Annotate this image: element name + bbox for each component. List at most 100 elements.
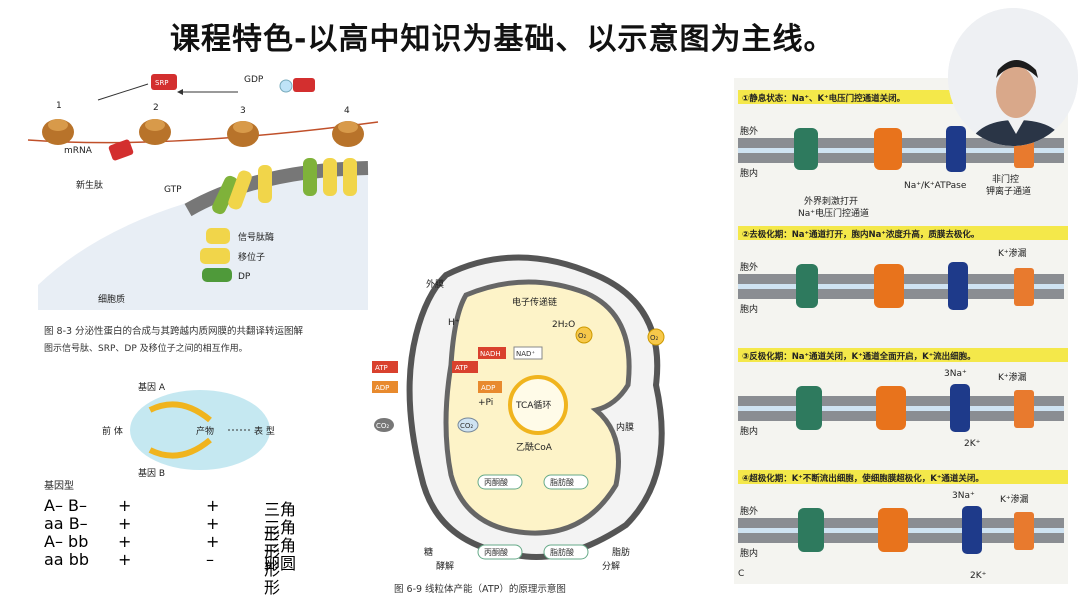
stimulus-text-1: 外界刺激打开	[804, 195, 858, 207]
atp-in-box	[452, 361, 478, 373]
corner-letter: C	[738, 569, 744, 579]
inside-2: 胞内	[740, 303, 758, 315]
k-leak-4: K⁺渗漏	[1000, 493, 1029, 505]
signal-peptidase-swatch	[206, 228, 230, 244]
leak-channel-2	[1014, 268, 1034, 306]
srp-box-mid	[108, 139, 134, 161]
o2-in-label: O₂	[578, 332, 587, 340]
pump-2	[948, 262, 968, 310]
outside-4: 胞外	[740, 505, 758, 517]
glycolysis-label: 酵解	[436, 560, 454, 572]
phase4-banner	[738, 470, 1068, 484]
outside-1: 胞外	[740, 125, 758, 137]
na3-label-3: 3Na⁺	[944, 369, 967, 379]
inner-membrane-label: 内膜	[616, 421, 634, 433]
outer-membrane-label: 外膜	[426, 278, 444, 290]
acetyl-coa-label: 乙酰CoA	[516, 441, 553, 453]
pyruvate-out-label: 丙酮酸	[484, 547, 508, 557]
pyruvate-in-box	[477, 474, 523, 490]
k-channel-4	[878, 508, 908, 552]
adp-in-box	[478, 381, 502, 393]
gtp-label: GTP	[164, 185, 182, 195]
phase2-text: ②去极化期：Na⁺通道打开，胞内Na⁺浓度升高，质膜去极化。	[742, 229, 979, 240]
mito-caption: 图 6-9 线粒体产能（ATP）的原理示意图	[394, 584, 566, 595]
na-channel-4	[798, 508, 824, 552]
stimulus-text-2: Na⁺电压门控通道	[798, 207, 869, 219]
adp-in-label: ADP	[481, 384, 495, 392]
product-label: 产物	[196, 425, 214, 437]
arrow-gene-b	[148, 437, 212, 459]
gene-b-label: 基因 B	[138, 467, 165, 479]
pump-1	[946, 126, 966, 172]
adp-out-label: ADP	[375, 384, 389, 392]
phenotype-label: 表 型	[254, 425, 275, 437]
tca-label: TCA循环	[515, 399, 551, 411]
pyruvate-out-box	[477, 544, 523, 560]
table-row: aa B–+ +三角形	[44, 514, 297, 561]
table-row: aa bb+ –卵圆形	[44, 550, 297, 597]
arrow-gene-a	[148, 401, 212, 423]
gene-interaction-figure: 基因 A 基因 B 前 体 产物 表 型	[102, 381, 275, 479]
srp-bind-arrow	[97, 83, 149, 101]
na-channel-1	[794, 128, 818, 170]
translocon-label: 移位子	[238, 251, 265, 263]
precursor-label: 前 体	[102, 425, 123, 437]
sugar-label: 糖	[424, 546, 433, 558]
inside-4: 胞内	[740, 547, 758, 559]
cytoplasm-label: 细胞质	[98, 293, 125, 305]
nadh-label: NADH	[480, 350, 501, 358]
outside-2: 胞外	[740, 261, 758, 273]
page-title: 课程特色-以高中知识为基础、以示意图为主线。	[170, 22, 835, 57]
step-3: 3	[240, 106, 246, 116]
k-leak-3: K⁺渗漏	[998, 371, 1027, 383]
leak-label-1: 非门控	[992, 173, 1019, 185]
phase2-banner	[738, 226, 1068, 240]
k-channel-1	[874, 128, 902, 170]
na-channel-2	[796, 264, 818, 308]
srp-box-gdp	[293, 78, 315, 92]
presenter-avatar	[948, 8, 1078, 146]
gene-cloud	[130, 390, 270, 470]
o2-out-label: O₂	[650, 334, 659, 342]
co2-in-label: CO₂	[460, 422, 473, 430]
table-row: A– B–+ +三角形	[44, 496, 297, 543]
phase1-text: ①静息状态：Na⁺、K⁺电压门控通道关闭。	[742, 93, 905, 104]
nad-box	[513, 346, 543, 360]
gdp-circle	[279, 79, 293, 93]
adp-out-box	[372, 381, 398, 393]
translocon-chain	[212, 158, 357, 215]
k2-label-3: 2K⁺	[964, 439, 981, 449]
table-row: A– bb+ +三角形	[44, 532, 297, 579]
k-leak-2: K⁺渗漏	[998, 247, 1027, 259]
nadh-box	[478, 347, 506, 359]
srp-box-top	[151, 74, 177, 90]
presenter-webcam	[948, 8, 1078, 146]
decomposition-label: 分解	[602, 560, 620, 572]
mrna-strand	[27, 121, 379, 144]
translocon-swatch	[200, 248, 230, 264]
protein-caption-title: 图 8-3 分泌性蛋白的合成与其跨越内质网膜的共翻译转运图解	[44, 326, 304, 337]
signal-peptidase-label: 信号肽酶	[238, 231, 274, 243]
phase4-text: ④超极化期：K⁺不断流出细胞，使细胞膜超极化，K⁺通道关闭。	[742, 473, 984, 484]
ribosomes	[42, 119, 364, 147]
inside-3: 胞内	[740, 425, 758, 437]
k2-label-4: 2K⁺	[970, 571, 987, 581]
leak-channel-4	[1014, 512, 1034, 550]
co2-out-label: CO₂	[376, 422, 389, 430]
co2-out-circle	[374, 418, 394, 432]
ion-channel-diagram: ①静息状态：Na⁺、K⁺电压门控通道关闭。 胞外 胞内 Na⁺/K⁺ATPase…	[738, 90, 1068, 581]
gene-a-label: 基因 A	[138, 381, 166, 393]
leak-label-2: 钾离子通道	[986, 185, 1031, 197]
co2-in-circle	[457, 417, 479, 433]
nad-label: NAD⁺	[516, 350, 535, 358]
etc-label: 电子传递链	[512, 296, 557, 308]
pyruvate-in-label: 丙酮酸	[484, 477, 508, 487]
k-channel-3	[876, 386, 906, 430]
protein-caption-sub: 图示信号肽、SRP、DP 及移位子之间的相互作用。	[44, 344, 248, 354]
srp-label-top: SRP	[155, 79, 169, 87]
k-channel-2	[874, 264, 904, 308]
na3-label-4: 3Na⁺	[952, 491, 975, 501]
phase3-text: ③反极化期：Na⁺通道关闭，K⁺通道全面开启，K⁺流出细胞。	[742, 351, 976, 362]
protein-translocation-figure: 1 2 3 4 SRP GDP mRNA 新生肽 GTP 信号肽酶 移位子 DP…	[27, 74, 379, 310]
dp-swatch	[202, 268, 232, 282]
